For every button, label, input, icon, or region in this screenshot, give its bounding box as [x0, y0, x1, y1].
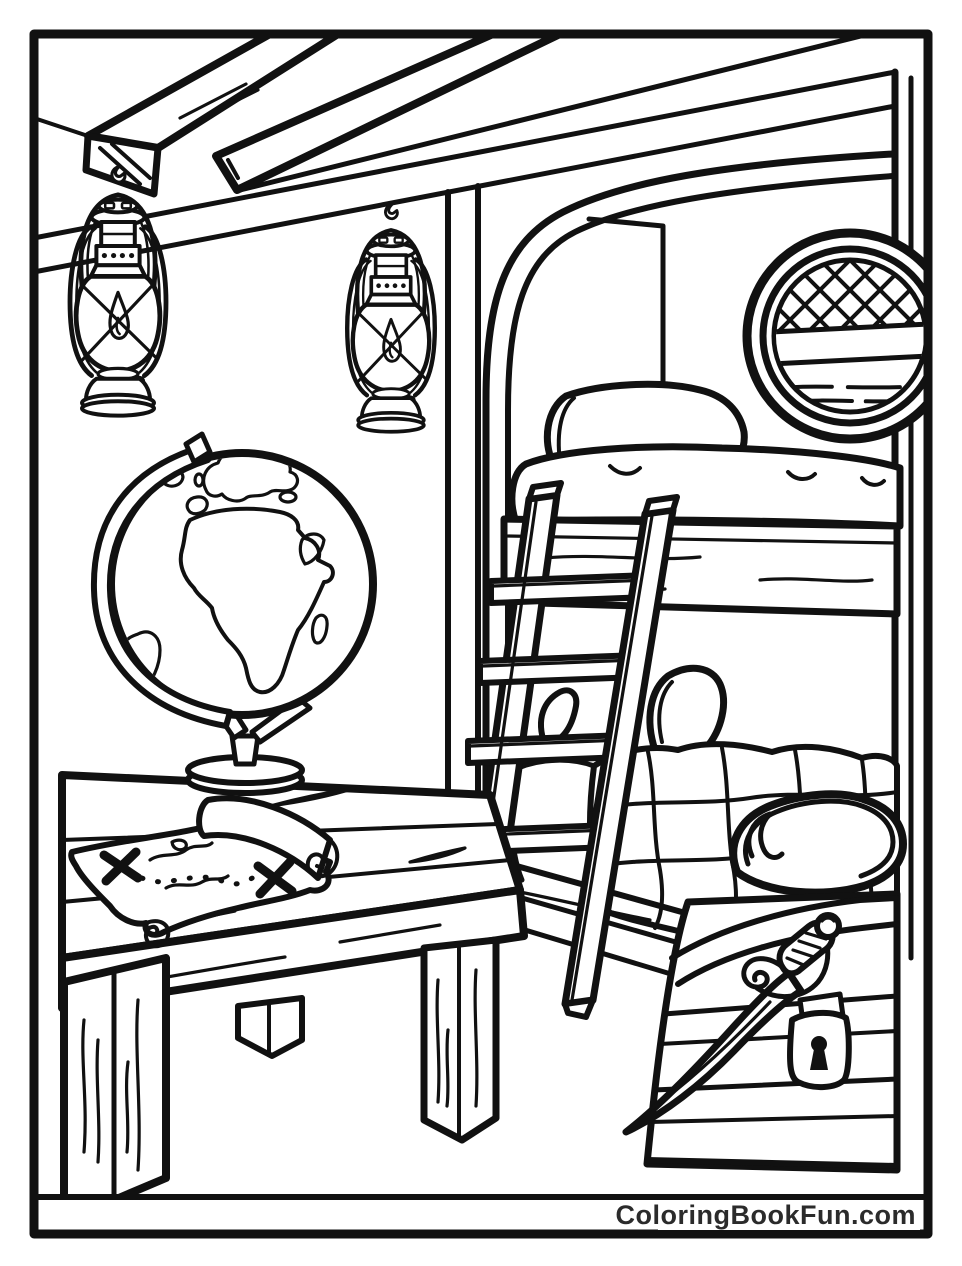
world-globe [90, 431, 377, 796]
treasure-chest [643, 890, 901, 1174]
hanging-lantern-left [70, 167, 166, 416]
alcove-arch [482, 150, 897, 846]
map-scroll-roll [196, 795, 333, 881]
treasure-map [68, 795, 340, 949]
wall-molding [38, 38, 898, 274]
keyhole-icon [811, 1036, 827, 1052]
map-dotted-trail [139, 874, 257, 887]
globe-axis-pin [183, 431, 213, 465]
porthole-bar [776, 321, 924, 367]
porthole-window [742, 228, 924, 444]
globe-meridian-ring [90, 443, 233, 729]
hanging-lantern-right [347, 205, 435, 432]
website-text: ColoringBookFun.com [616, 1200, 916, 1230]
upper-bunk [500, 380, 904, 618]
page-frame [29, 29, 933, 1239]
map-x-mark-right [253, 857, 297, 899]
pirate-hat [729, 790, 907, 897]
footer-bar: ColoringBookFun.com [616, 1200, 920, 1230]
chest-lock [787, 991, 852, 1090]
cutlass-sword [622, 912, 842, 1136]
ceiling-beams [38, 38, 561, 198]
map-x-mark-left [99, 847, 143, 886]
